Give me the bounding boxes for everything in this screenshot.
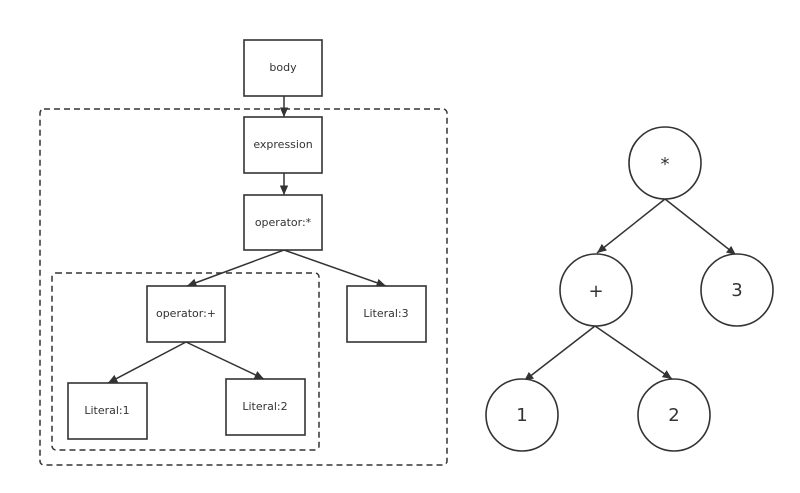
circle-node-mul: * bbox=[628, 126, 702, 200]
node-literal-1-label: Literal:1 bbox=[84, 404, 129, 417]
edge-add-one bbox=[523, 325, 596, 382]
edge-operator-mul-operator-add bbox=[186, 249, 285, 287]
circle-node-three: 3 bbox=[700, 253, 774, 327]
circle-node-one-label: 1 bbox=[516, 405, 527, 426]
node-literal-2-label: Literal:2 bbox=[242, 400, 287, 413]
node-body: body bbox=[243, 39, 323, 97]
node-operator-mul: operator:* bbox=[243, 194, 323, 251]
circle-node-one: 1 bbox=[485, 378, 559, 452]
node-literal-3-label: Literal:3 bbox=[363, 307, 408, 320]
node-expression: expression bbox=[243, 116, 323, 174]
edge-operator-add-literal-2 bbox=[185, 341, 265, 380]
node-literal-3: Literal:3 bbox=[346, 285, 427, 343]
node-body-label: body bbox=[269, 61, 297, 74]
edge-operator-add-literal-1 bbox=[107, 341, 187, 384]
edge-mul-three bbox=[664, 198, 737, 256]
circle-node-three-label: 3 bbox=[731, 280, 742, 301]
node-operator-add: operator:+ bbox=[146, 285, 226, 343]
edge-operator-mul-literal-3 bbox=[283, 249, 387, 287]
circle-node-two: 2 bbox=[637, 378, 711, 452]
edge-mul-add bbox=[596, 198, 666, 254]
edge-add-two bbox=[594, 325, 673, 380]
node-literal-2: Literal:2 bbox=[225, 378, 306, 436]
node-literal-1: Literal:1 bbox=[67, 382, 148, 440]
node-operator-add-label: operator:+ bbox=[156, 307, 216, 320]
circle-node-mul-label: * bbox=[661, 154, 670, 175]
node-operator-mul-label: operator:* bbox=[255, 216, 312, 229]
circle-node-add: + bbox=[559, 253, 633, 327]
node-expression-label: expression bbox=[253, 138, 312, 151]
circle-node-add-label: + bbox=[588, 281, 603, 302]
circle-node-two-label: 2 bbox=[668, 405, 679, 426]
